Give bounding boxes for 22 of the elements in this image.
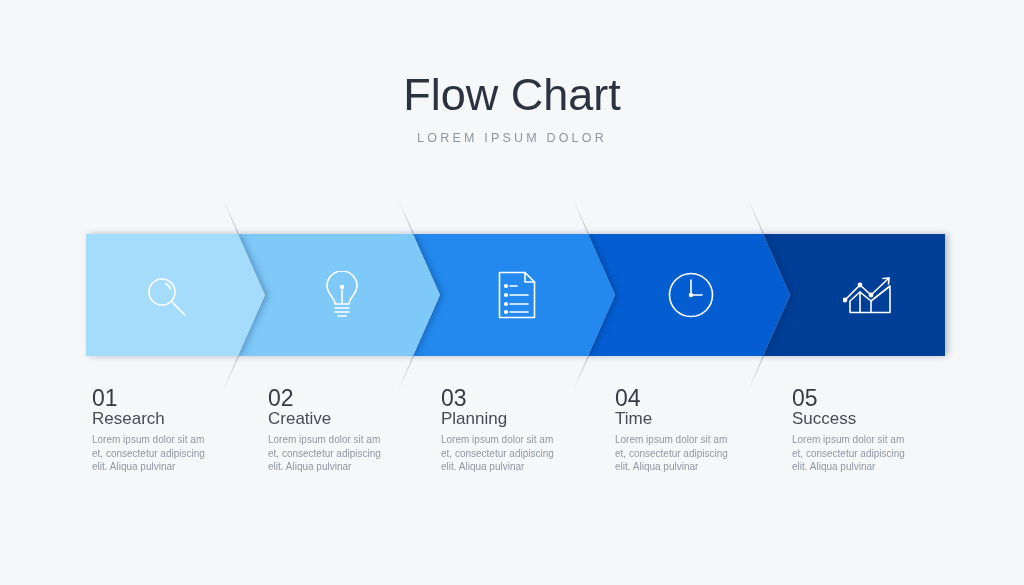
step-number: 03 [441, 385, 467, 411]
step-description: Lorem ipsum dolor sit am et, consectetur adipiscing elit. Aliqua pulvinar [268, 433, 382, 474]
step-description: Lorem ipsum dolor sit am et, consectetur adipiscing elit. Aliqua pulvinar [441, 433, 555, 474]
step-number: 01 [92, 385, 118, 411]
step-number: 04 [615, 385, 641, 411]
chevron-step [413, 234, 615, 356]
step-title: Success [792, 409, 857, 429]
step-description: Lorem ipsum dolor sit am et, consectetur adipiscing elit. Aliqua pulvinar [792, 433, 906, 474]
step-title: Planning [441, 409, 508, 429]
step-description: Lorem ipsum dolor sit am et, consectetur adipiscing elit. Aliqua pulvinar [92, 433, 206, 474]
chevron-step [86, 234, 265, 356]
chevron-step [763, 234, 945, 356]
subtitle: LOREM IPSUM DOLOR [417, 131, 607, 145]
chevron-step [238, 234, 440, 356]
step-title: Creative [268, 409, 332, 429]
step-number: 05 [792, 385, 818, 411]
step-description: Lorem ipsum dolor sit am et, consectetur adipiscing elit. Aliqua pulvinar [615, 433, 729, 474]
step-title: Time [615, 409, 653, 429]
step-number: 02 [268, 385, 294, 411]
step-title: Research [92, 409, 165, 429]
chart-title: Flow Chart [403, 68, 621, 122]
chevron-step [588, 234, 790, 356]
